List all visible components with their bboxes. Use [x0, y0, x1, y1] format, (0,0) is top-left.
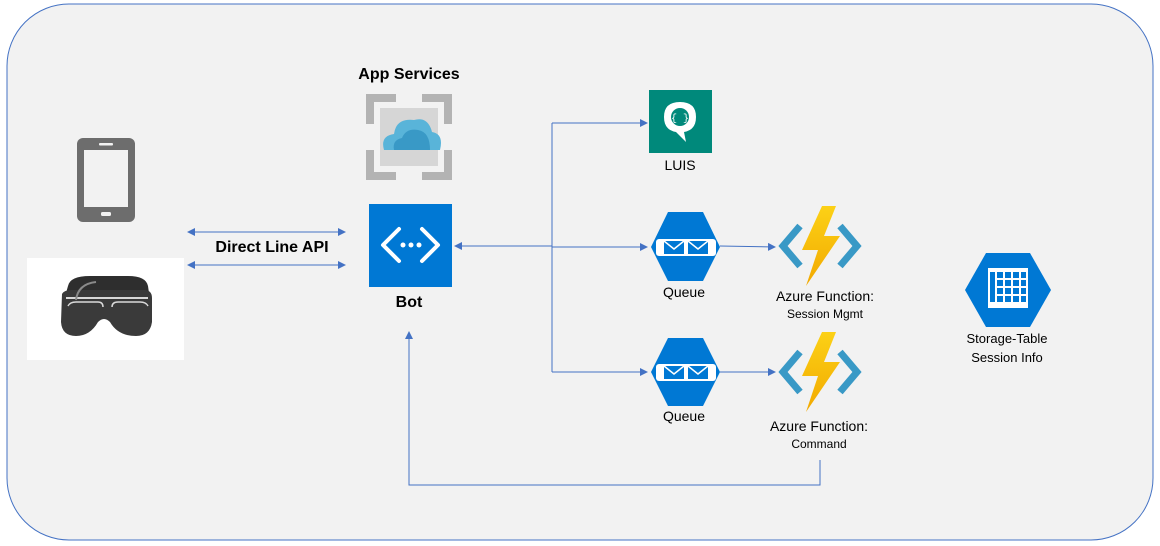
mobile-phone-icon [77, 138, 135, 222]
vr-headset-icon [61, 276, 152, 336]
app-services-label: App Services [358, 66, 460, 83]
function-title-2: Azure Function: [769, 418, 869, 434]
app-services-icon [366, 94, 452, 180]
svg-text:{ }: { } [671, 113, 689, 125]
azure-function-icon [778, 206, 862, 286]
function-subtitle-1: Session Mgmt [786, 307, 864, 321]
storage-queue-icon [651, 212, 720, 281]
function-title-1: Azure Function: [775, 288, 875, 304]
luis-label: LUIS [664, 157, 696, 173]
bot-service-icon [369, 204, 452, 287]
storage-table-icon [965, 253, 1051, 327]
bot-label: Bot [395, 294, 423, 311]
connectors [405, 119, 821, 486]
queue-label-1: Queue [662, 284, 706, 300]
function-subtitle-2: Command [791, 437, 847, 451]
storage-label-line2: Session Info [971, 350, 1043, 365]
azure-function-icon [778, 332, 862, 412]
direct-line-label: Direct Line API [215, 239, 329, 256]
diagram-panel [6, 3, 1154, 541]
queue-label-2: Queue [662, 408, 706, 424]
storage-queue-icon [651, 338, 720, 406]
luis-icon: { } [649, 90, 712, 153]
storage-label-line1: Storage-Table [966, 331, 1048, 346]
